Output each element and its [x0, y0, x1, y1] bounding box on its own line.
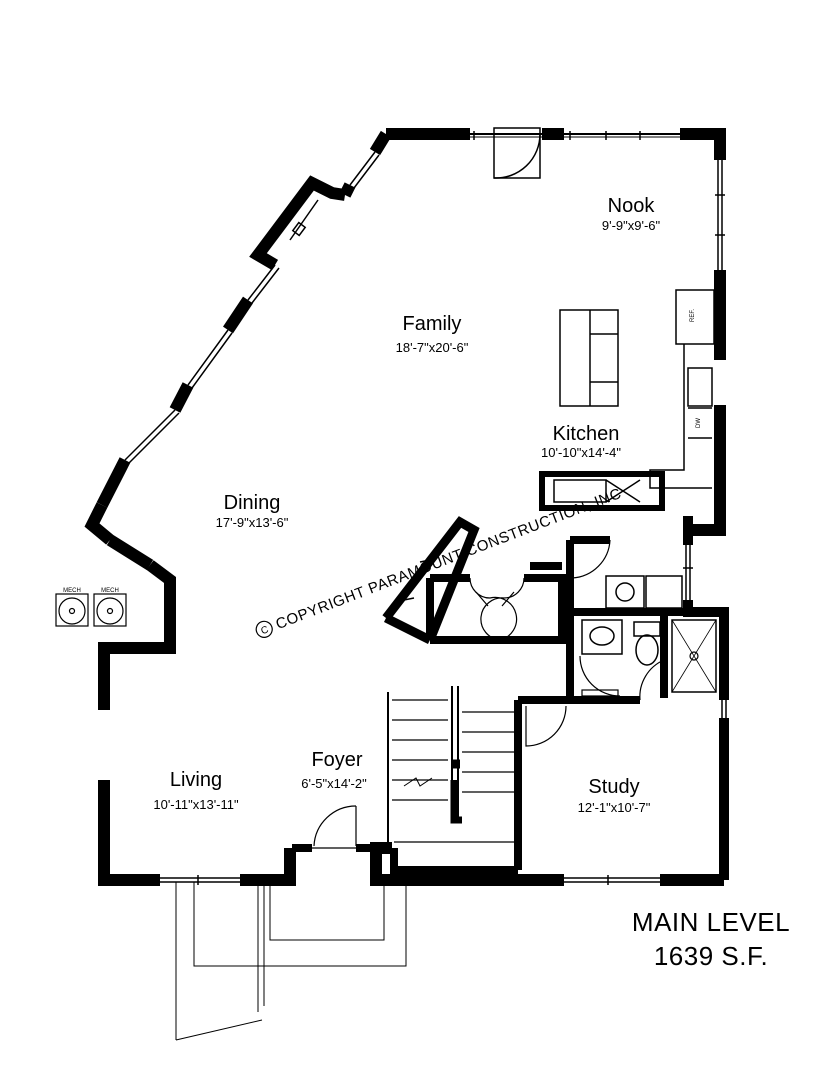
- mech-label-2: MECH: [101, 588, 119, 594]
- room-foyer-dims: 6'-5"x14'-2": [301, 776, 367, 791]
- window-ticks: [100, 131, 725, 885]
- room-nook-name: Nook: [608, 195, 656, 217]
- room-nook-dims: 9'-9"x9'-6": [602, 218, 661, 233]
- nook-door: [493, 127, 541, 179]
- room-dining-name: Dining: [224, 492, 281, 514]
- kitchen-fixtures: [539, 289, 715, 511]
- room-foyer-name: Foyer: [311, 749, 362, 771]
- pantry-closets: [382, 516, 611, 645]
- stairs: [387, 686, 522, 874]
- laundry-bath: [566, 566, 720, 704]
- room-family-dims: 18'-7"x20'-6": [396, 340, 469, 355]
- room-family-name: Family: [403, 313, 462, 335]
- plan-level-title: MAIN LEVEL: [632, 907, 790, 937]
- room-dining-dims: 17'-9"x13'-6": [216, 515, 289, 530]
- porch: [175, 882, 407, 1041]
- foyer-entry: [292, 805, 376, 852]
- mech-units: [55, 593, 127, 627]
- copyright-symbol-icon: [255, 620, 273, 638]
- room-living-name: Living: [170, 769, 222, 791]
- dw-label: DW: [696, 418, 702, 428]
- room-kitchen-name: Kitchen: [553, 423, 620, 445]
- mech-label-1: MECH: [63, 588, 81, 594]
- fireplace: [249, 175, 346, 271]
- room-living-dims: 10'-11"x13'-11": [153, 797, 239, 812]
- room-kitchen-dims: 10'-10"x14'-4": [541, 445, 621, 460]
- room-study-name: Study: [588, 776, 639, 798]
- copyright-c-glyph: C: [260, 624, 271, 637]
- plan-area-title: 1639 S.F.: [654, 941, 768, 971]
- room-study-dims: 12'-1"x10'-7": [578, 800, 651, 815]
- ref-label: REF.: [690, 309, 696, 322]
- study-walls: [518, 696, 570, 747]
- exterior-walls: [84, 128, 729, 886]
